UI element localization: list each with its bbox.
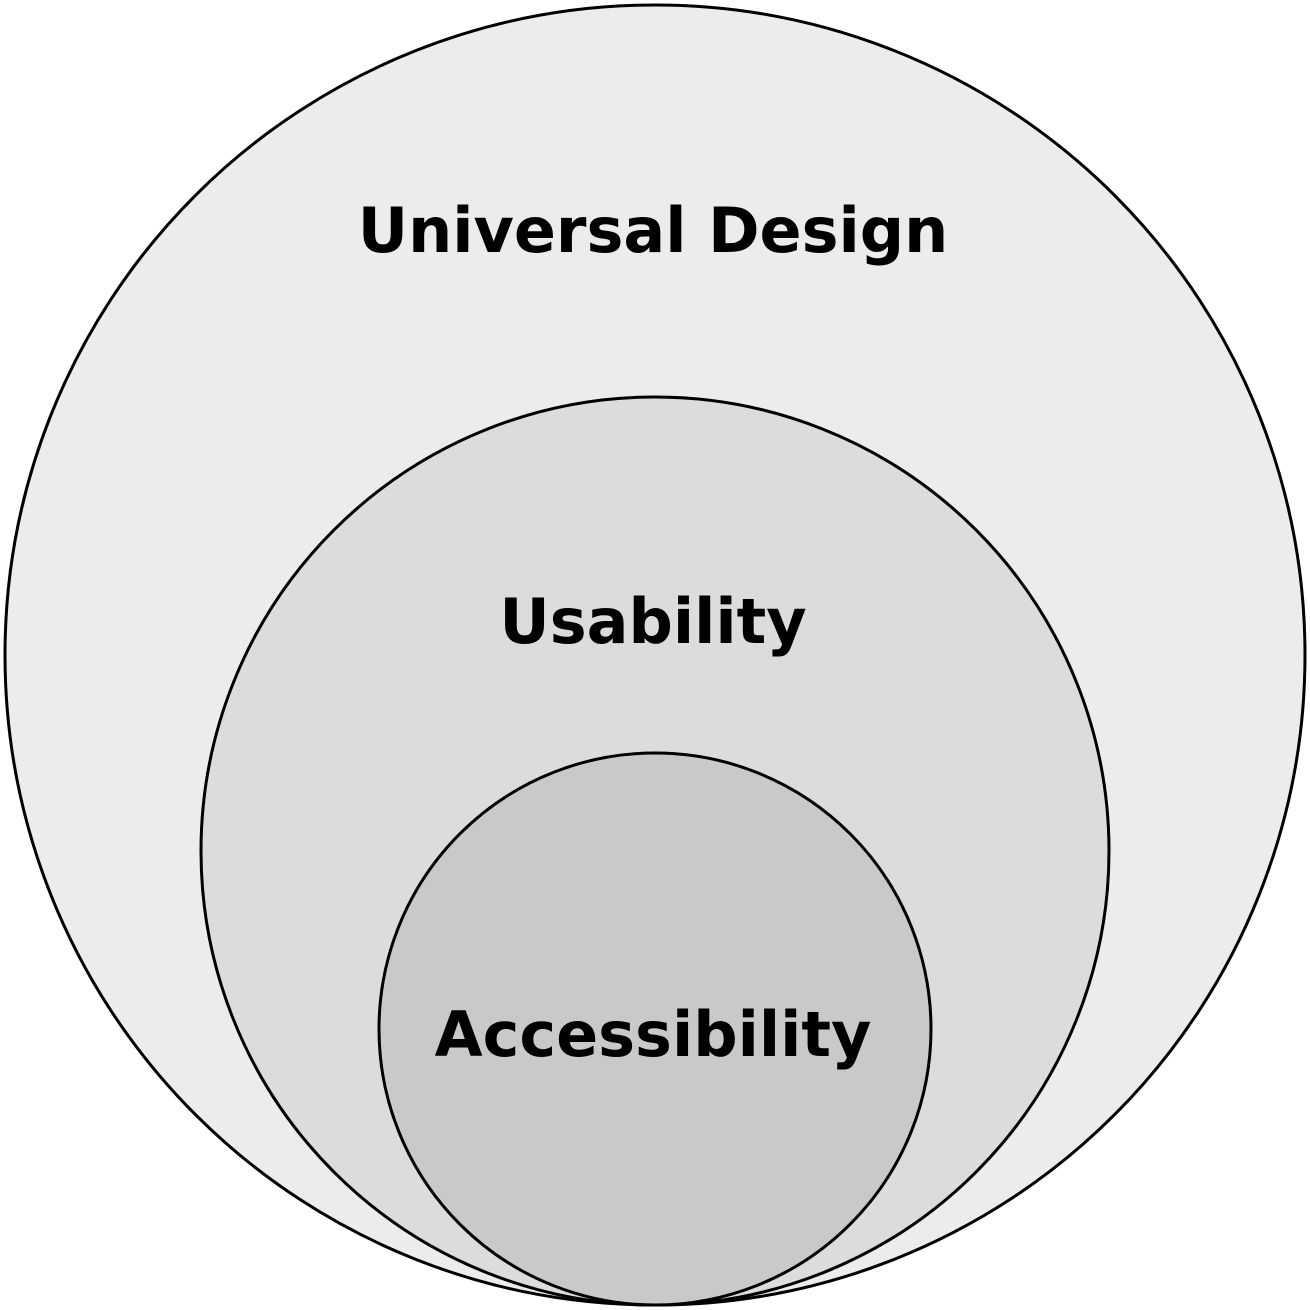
accessibility-label: Accessibility — [435, 998, 872, 1071]
usability-label: Usability — [499, 585, 806, 658]
universal-design-label: Universal Design — [358, 194, 949, 267]
accessibility-circle — [377, 751, 933, 1307]
